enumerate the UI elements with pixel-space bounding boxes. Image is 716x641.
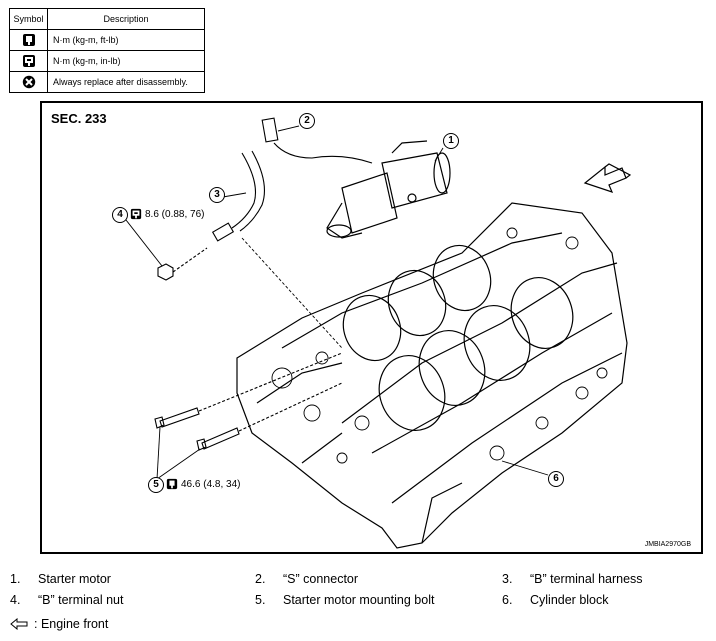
callout-3: 3 (209, 187, 225, 203)
symbol-table-row: Always replace after disassembly. (9, 71, 205, 93)
s-connector (261, 117, 373, 164)
callout-4: 4 (112, 207, 128, 223)
legend-label: Cylinder block (530, 593, 609, 607)
legend-number: 3. (502, 572, 513, 586)
torque-spec-5: 46.6 (4.8, 34) (166, 478, 240, 490)
callout-1: 1 (443, 133, 459, 149)
mounting-bolts (154, 352, 343, 451)
legend-number: 2. (255, 572, 266, 586)
symbol-description: N·m (kg-m, in-lb) (47, 50, 205, 72)
exploded-view-figure: SEC. 233 1 2 3 4 5 6 8.6 (0.88, 76) 46.6… (40, 101, 703, 554)
legend-label: “B” terminal harness (530, 572, 643, 586)
legend-label: “B” terminal nut (38, 593, 124, 607)
callout-5: 5 (148, 477, 164, 493)
callout-2: 2 (299, 113, 315, 129)
legend-number: 4. (10, 593, 21, 607)
torque-ft-lb-icon (22, 34, 35, 46)
legend-number: 6. (502, 593, 513, 607)
symbol-table-row: N·m (kg-m, ft-lb) (9, 29, 205, 51)
symbol-column-header: Symbol (9, 8, 48, 30)
symbol-description: N·m (kg-m, ft-lb) (47, 29, 205, 51)
torque-in-lb-icon (130, 208, 142, 220)
legend-item: 3. “B” terminal harness (502, 572, 643, 586)
legend-label: Starter motor mounting bolt (283, 593, 435, 607)
engine-front-note: : Engine front (10, 617, 108, 631)
legend-item: 5. Starter motor mounting bolt (255, 593, 434, 607)
symbol-cell (9, 29, 48, 51)
symbol-table: Symbol Description N·m (kg-m, ft-lb) N·m… (9, 8, 205, 93)
legend-label: “S” connector (283, 572, 359, 586)
legend-item: 6. Cylinder block (502, 593, 609, 607)
legend-item: 2. “S” connector (255, 572, 358, 586)
b-terminal-nut (157, 247, 208, 281)
torque-value: 8.6 (0.88, 76) (145, 208, 205, 220)
front-arrow-icon (583, 163, 632, 193)
symbol-cell (9, 50, 48, 72)
replace-part-icon (22, 75, 35, 89)
description-column-header: Description (47, 8, 205, 30)
cylinder-block (236, 202, 628, 549)
legend-item: 1. Starter motor (10, 572, 111, 586)
legend-row: 4. “B” terminal nut 5. Starter motor mount… (10, 593, 710, 614)
callout-6: 6 (548, 471, 564, 487)
legend-item: 4. “B” terminal nut (10, 593, 123, 607)
parts-legend: 1. Starter motor 2. “S” connector 3. “B” te… (10, 572, 710, 614)
b-terminal-harness (211, 150, 265, 242)
torque-spec-4: 8.6 (0.88, 76) (130, 208, 204, 220)
leader-lines (125, 125, 549, 480)
starter-motor (326, 140, 451, 239)
block-front-details (271, 227, 608, 464)
legend-number: 1. (10, 572, 21, 586)
symbol-cell (9, 71, 48, 93)
front-arrow-icon (10, 618, 28, 630)
legend-number: 5. (255, 593, 266, 607)
section-label: SEC. 233 (51, 111, 107, 126)
symbol-description: Always replace after disassembly. (47, 71, 205, 93)
symbol-table-row: N·m (kg-m, in-lb) (9, 50, 205, 72)
legend-row: 1. Starter motor 2. “S” connector 3. “B” te… (10, 572, 710, 593)
torque-value: 46.6 (4.8, 34) (181, 478, 241, 490)
legend-label: Starter motor (38, 572, 111, 586)
figure-code: JMBIA2970GB (644, 541, 691, 548)
engine-block-drawing (125, 117, 632, 549)
torque-ft-lb-icon (166, 478, 178, 490)
symbol-table-header: Symbol Description (9, 8, 205, 30)
torque-in-lb-icon (22, 55, 35, 67)
engine-front-label: : Engine front (34, 617, 109, 631)
cylinder-bores (342, 244, 574, 431)
